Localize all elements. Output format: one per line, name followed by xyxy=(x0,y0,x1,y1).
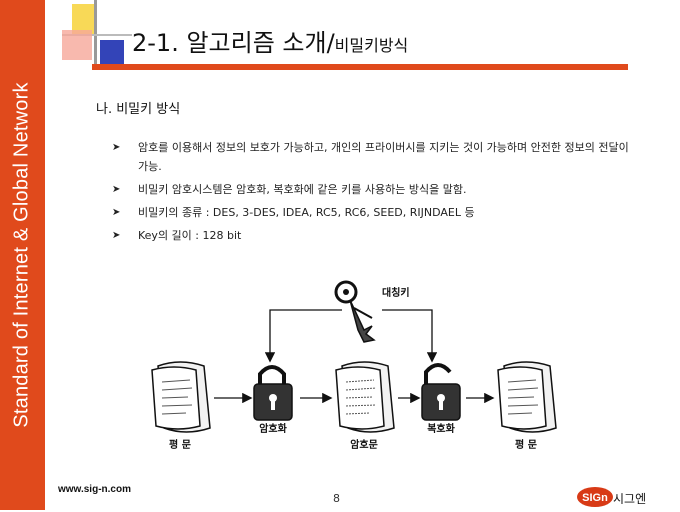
bullet-text: Key의 길이 : 128 bit xyxy=(138,229,242,242)
decrypt-label: 복호화 xyxy=(427,422,455,435)
company-name: 시그엔 xyxy=(613,492,647,506)
page-title-main: 2-1. 알고리즘 소개/ xyxy=(132,29,335,57)
section-heading: 나. 비밀키 방식 xyxy=(96,102,181,117)
arrow-bullet-icon: ➤ xyxy=(112,184,121,195)
footer-url[interactable]: www.sig-n.com xyxy=(58,484,131,495)
encryption-diagram-svg: 대칭키 xyxy=(151,280,557,451)
lock-closed-icon xyxy=(253,365,293,421)
key-branch-left-arrow xyxy=(264,309,342,363)
logo-text: SIGn xyxy=(582,492,608,504)
arrow-bullet-icon: ➤ xyxy=(112,207,121,218)
key-branch-right-arrow xyxy=(382,309,438,363)
deco-pink-square xyxy=(62,30,92,60)
company-logo: SIGn xyxy=(576,486,614,512)
deco-yellow-square xyxy=(72,4,96,34)
ciphertext-label: 암호문 xyxy=(350,438,378,451)
arrow-bullet-icon: ➤ xyxy=(112,142,121,153)
key-icon xyxy=(334,280,376,343)
plaintext-right-label: 평 문 xyxy=(515,438,537,451)
decorative-squares xyxy=(62,0,132,70)
plaintext-document-icon xyxy=(497,361,557,433)
key-label: 대칭키 xyxy=(382,286,410,299)
lock-open-icon xyxy=(421,363,461,421)
bullet-text: 암호를 이용해서 정보의 보호가 가능하고, 개인의 프라이버시를 지키는 것이… xyxy=(138,141,629,173)
bullet-item: ➤ Key의 길이 : 128 bit xyxy=(112,226,632,245)
title-underline xyxy=(92,64,628,70)
ciphertext-document-icon xyxy=(335,361,395,433)
encryption-diagram: 대칭키 xyxy=(150,278,570,472)
sidebar-band xyxy=(0,0,45,510)
bullet-text: 비밀키 암호시스템은 암호화, 복호화에 같은 키를 사용하는 방식을 말함. xyxy=(138,183,467,196)
bullet-text: 비밀키의 종류 : DES, 3-DES, IDEA, RC5, RC6, SE… xyxy=(138,206,475,219)
encrypt-label: 암호화 xyxy=(259,422,287,435)
sidebar-vertical-text: Standard of Internet & Global Network xyxy=(10,82,33,428)
plaintext-document-icon xyxy=(151,361,211,433)
page-number: 8 xyxy=(333,492,340,505)
arrow-bullet-icon: ➤ xyxy=(112,230,121,241)
page-title-sub: 비밀키방식 xyxy=(334,36,409,55)
deco-horizontal-line xyxy=(62,34,132,36)
page-title: 2-1. 알고리즘 소개/비밀키방식 xyxy=(132,23,408,58)
bullet-item: ➤ 암호를 이용해서 정보의 보호가 가능하고, 개인의 프라이버시를 지키는 … xyxy=(112,138,632,176)
company-logo-svg: SIGn xyxy=(577,487,613,507)
decorative-squares-svg xyxy=(62,0,132,70)
plaintext-left-label: 평 문 xyxy=(169,438,191,451)
bullet-item: ➤ 비밀키 암호시스템은 암호화, 복호화에 같은 키를 사용하는 방식을 말함… xyxy=(112,180,632,199)
bullet-list: ➤ 암호를 이용해서 정보의 보호가 가능하고, 개인의 프라이버시를 지키는 … xyxy=(112,138,632,249)
bullet-item: ➤ 비밀키의 종류 : DES, 3-DES, IDEA, RC5, RC6, … xyxy=(112,203,632,222)
deco-blue-square xyxy=(100,40,124,64)
